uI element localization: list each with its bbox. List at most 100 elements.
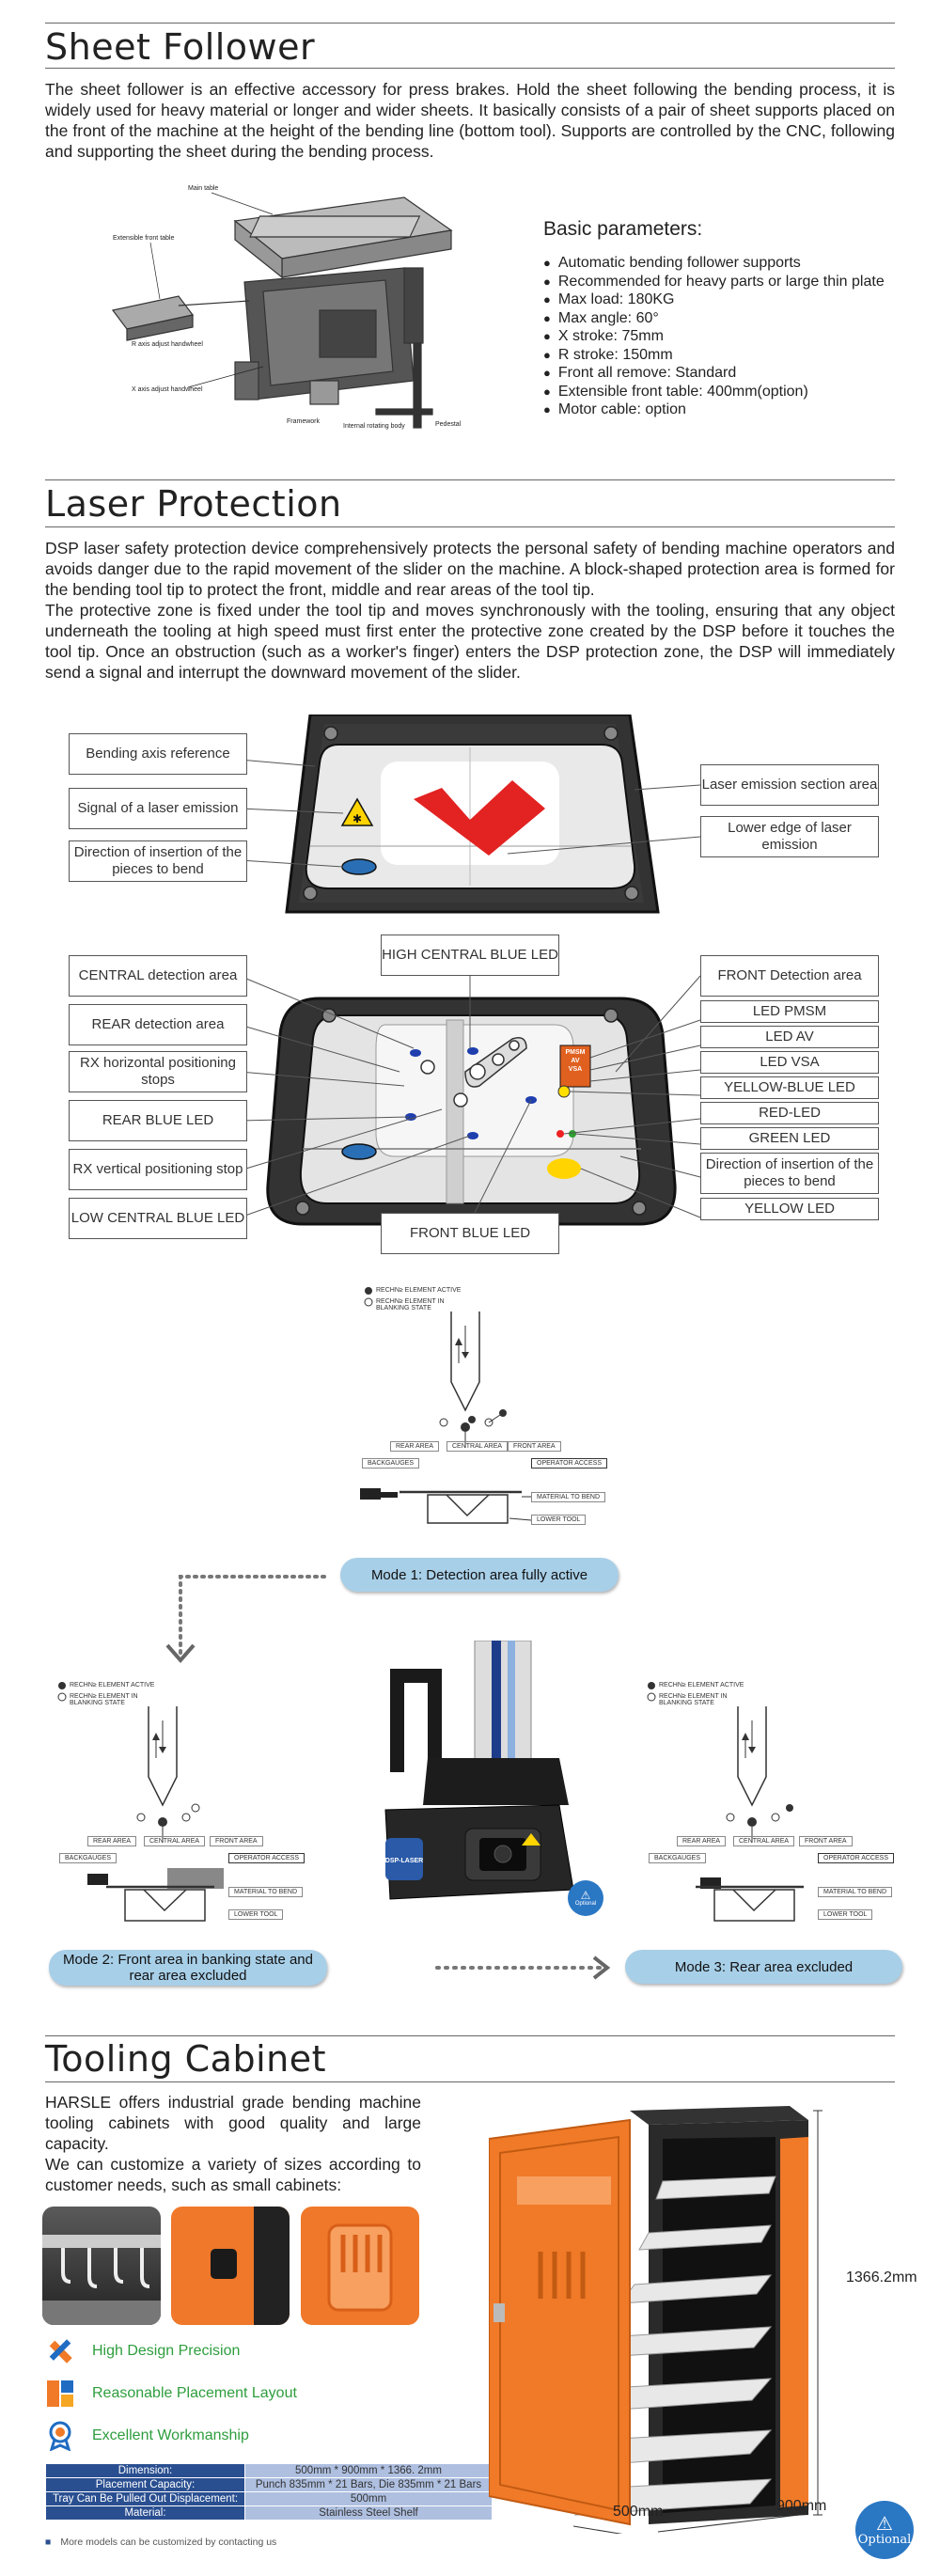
cabinet-photo-holder [301, 2207, 419, 2325]
spec-value: 500mm [244, 2491, 493, 2506]
backgauges-tag: BACKGAUGES [649, 1853, 707, 1863]
laser-paragraph-1: DSP laser safety protection device compr… [45, 539, 895, 599]
label-rotating-body: Internal rotating body [343, 423, 405, 430]
label-rear-blue: REAR BLUE LED [69, 1100, 247, 1141]
legend-active: RECHN≥ ELEMENT ACTIVE [659, 1682, 744, 1689]
bullet-icon: ■ [45, 2537, 52, 2548]
note-text: More models can be customized by contact… [60, 2537, 277, 2548]
lower-tool-tag: LOWER TOOL [818, 1909, 873, 1920]
operator-access-tag: OPERATOR ACCESS [228, 1853, 305, 1863]
feature-label: Reasonable Placement Layout [92, 2385, 297, 2401]
parameters-title: Basic parameters: [543, 218, 703, 240]
label-red-led: RED-LED [700, 1102, 879, 1124]
label-direction-2: Direction of insertion of the pieces to … [700, 1153, 879, 1194]
basic-parameters: Basic parameters: Automatic bending foll… [543, 218, 919, 419]
rear-area-tag: REAR AREA [87, 1836, 137, 1846]
optional-text: Optional [857, 2532, 912, 2547]
material-to-bend-tag: MATERIAL TO BEND [228, 1887, 304, 1897]
top-divider [45, 23, 895, 24]
label-pedestal: Pedestal [435, 421, 462, 428]
legend-blanking: RECHN≥ ELEMENT IN BLANKING STATE [659, 1693, 728, 1706]
label-lower-edge: Lower edge of laser emission [700, 816, 879, 857]
lower-tool-tag: LOWER TOOL [228, 1909, 284, 1920]
label-yellow-blue-led: YELLOW-BLUE LED [700, 1076, 879, 1099]
param-item: Motor cable: option [543, 401, 919, 419]
led-label-av: AV [571, 1058, 580, 1064]
label-main-table: Main table [188, 185, 218, 192]
layout-grid-icon [47, 2380, 73, 2407]
label-signal: Signal of a laser emission [69, 788, 247, 829]
label-yellow-led: YELLOW LED [700, 1198, 879, 1220]
feature-placement-layout: Reasonable Placement Layout [45, 2379, 297, 2409]
operator-access-tag: OPERATOR ACCESS [531, 1458, 607, 1469]
tooling-cabinet-description: HARSLE offers industrial grade bending m… [45, 2092, 421, 2195]
param-item: Max load: 180KG [543, 291, 919, 309]
cabinet-photo-hooks [42, 2207, 161, 2325]
feature-workmanship: Excellent Workmanship [45, 2421, 249, 2451]
label-rx-horizontal: RX horizontal positioning stops [69, 1051, 247, 1092]
feature-label: Excellent Workmanship [92, 2427, 249, 2443]
label-high-central: HIGH CENTRAL BLUE LED [381, 935, 559, 976]
spec-value: 500mm * 900mm * 1366. 2mm [244, 2463, 493, 2478]
led-label-pmsm: PMSM [565, 1049, 586, 1056]
label-bending-axis: Bending axis reference [69, 733, 247, 775]
cabinet-specs-table: Dimension:500mm * 900mm * 1366. 2mm Plac… [45, 2463, 493, 2521]
table-row: Dimension:500mm * 900mm * 1366. 2mm [45, 2463, 493, 2478]
laser-diagram-1: ✱ Bending axis reference Signal of a las… [0, 715, 940, 931]
label-led-pmsm: LED PMSM [700, 1000, 879, 1023]
label-laser-section: Laser emission section area [700, 764, 879, 806]
mode-2-to-3-arrow [435, 1956, 611, 1980]
label-front-table: Extensible front table [113, 235, 174, 242]
mode-3-badge: Mode 3: Rear area excluded [625, 1950, 902, 1984]
backgauges-tag: BACKGAUGES [362, 1458, 420, 1469]
label-direction: Direction of insertion of the pieces to … [69, 840, 247, 882]
divider [45, 68, 895, 69]
label-front-detection: FRONT Detection area [700, 955, 879, 997]
mode-1-badge: Mode 1: Detection area fully active [340, 1558, 619, 1592]
mode-2-badge: Mode 2: Front area in banking state and … [49, 1950, 327, 1986]
material-to-bend-tag: MATERIAL TO BEND [818, 1887, 893, 1897]
optional-badge-laser: ⚠ Optional [568, 1880, 603, 1916]
optional-badge-cabinet: ⚠ Optional [855, 2501, 914, 2559]
cabinet-dim-width: 500mm [613, 2504, 664, 2520]
label-framework: Framework [287, 418, 321, 425]
table-row: Material:Stainless Steel Shelf [45, 2505, 493, 2521]
svg-text:✱: ✱ [352, 812, 362, 825]
spec-value: Punch 835mm * 21 Bars, Die 835mm * 21 Ba… [244, 2477, 493, 2492]
spec-key: Placement Capacity: [45, 2477, 245, 2492]
central-area-tag: CENTRAL AREA [446, 1441, 509, 1452]
label-low-central: LOW CENTRAL BLUE LED [69, 1198, 247, 1239]
central-area-tag: CENTRAL AREA [144, 1836, 206, 1846]
feature-label: High Design Precision [92, 2343, 241, 2359]
sheet-follower-illustration: Main table Extensible front table R axis… [94, 179, 498, 432]
param-item: R stroke: 150mm [543, 346, 919, 365]
label-led-vsa: LED VSA [700, 1051, 879, 1074]
central-area-tag: CENTRAL AREA [733, 1836, 795, 1846]
warning-icon: ⚠ [580, 1889, 591, 1902]
parameters-list: Automatic bending follower supports Reco… [543, 254, 919, 419]
device-led-panel: PMSM AV VSA [561, 1048, 589, 1074]
table-row: Tray Can Be Pulled Out Displacement:500m… [45, 2491, 493, 2506]
front-area-tag: FRONT AREA [210, 1836, 263, 1846]
label-x-axis: X axis adjust handwheel [132, 386, 203, 393]
front-area-tag: FRONT AREA [799, 1836, 853, 1846]
cabinet-dim-height: 1366.2mm [846, 2270, 917, 2285]
mode-3-diagram: RECHN≥ ELEMENT ACTIVE RECHN≥ ELEMENT IN … [644, 1678, 916, 1932]
feature-high-precision: High Design Precision [45, 2336, 240, 2366]
label-central: CENTRAL detection area [69, 955, 247, 997]
divider [45, 2081, 895, 2082]
label-r-axis: R axis adjust handwheel [132, 341, 203, 348]
spec-key: Dimension: [45, 2463, 245, 2478]
tooling-cabinet-title: Tooling Cabinet [45, 2038, 327, 2080]
divider [45, 479, 895, 480]
legend-active: RECHN≥ ELEMENT ACTIVE [70, 1682, 155, 1689]
front-area-tag: FRONT AREA [508, 1441, 561, 1452]
warning-icon: ⚠ [876, 2511, 893, 2535]
spec-key: Material: [45, 2505, 245, 2521]
cabinet-dim-depth: 900mm [776, 2498, 827, 2514]
legend-blanking: RECHN≥ ELEMENT IN BLANKING STATE [70, 1693, 138, 1706]
mode-flow-arrows [165, 1575, 326, 1664]
sheet-follower-title: Sheet Follower [45, 26, 316, 68]
rear-area-tag: REAR AREA [677, 1836, 727, 1846]
mode-1-diagram: RECHN≥ ELEMENT ACTIVE RECHN≥ ELEMENT IN … [357, 1283, 630, 1537]
